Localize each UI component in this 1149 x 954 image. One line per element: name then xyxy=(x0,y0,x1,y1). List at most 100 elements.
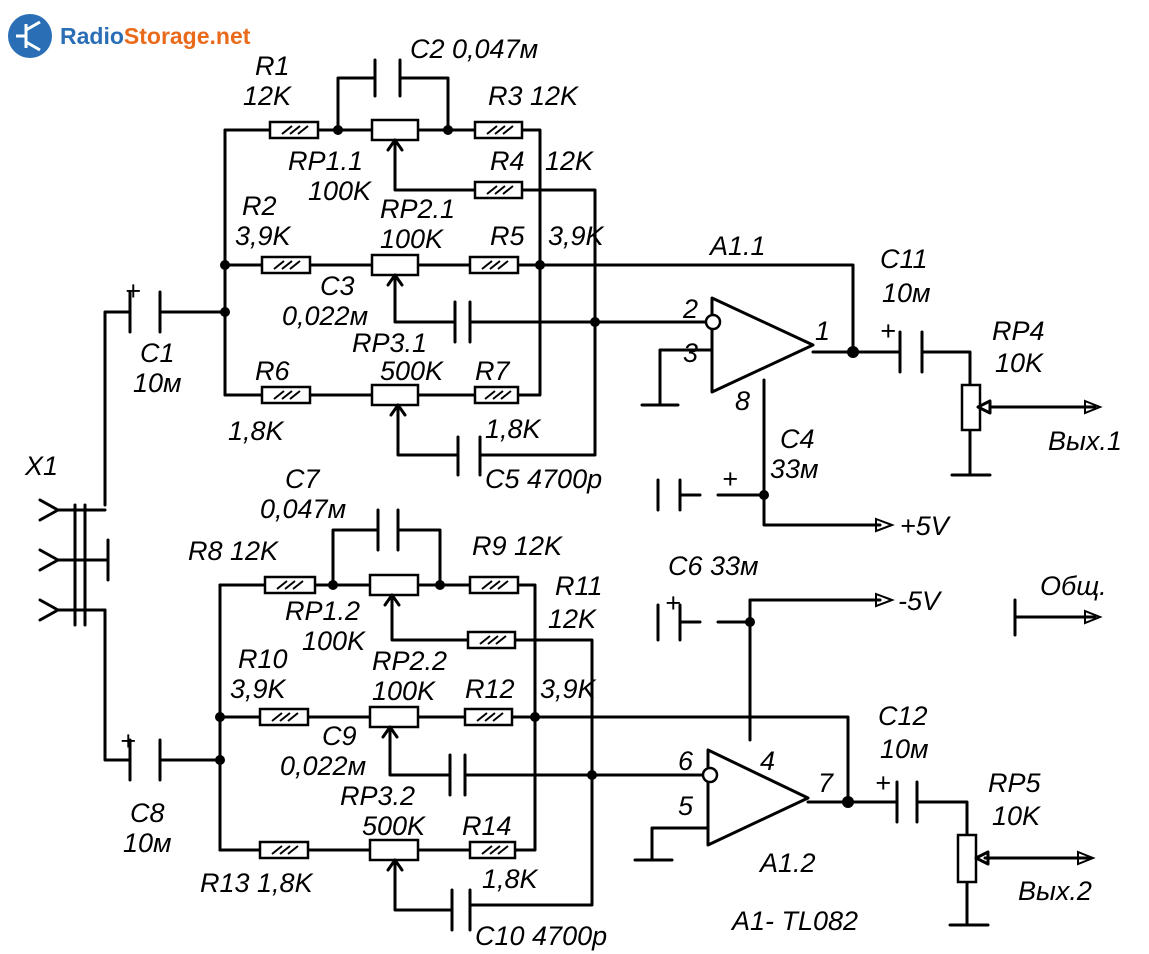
pot-rp5 xyxy=(956,833,978,884)
capacitor-c1 xyxy=(128,290,162,334)
label-r10: R10 xyxy=(238,644,288,674)
label-out2: Вых.2 xyxy=(1018,876,1092,906)
label-r1: R1 xyxy=(255,51,290,81)
label-plus-c8: + xyxy=(120,726,136,756)
label-rp12-value: 100K xyxy=(302,626,366,656)
opamp-a11 xyxy=(704,296,815,394)
label-r4-value: 12K xyxy=(545,146,594,176)
label-plus-c12: + xyxy=(875,768,891,798)
label-r10-value: 3,9K xyxy=(230,674,287,704)
label-pin6: 6 xyxy=(678,746,694,776)
label-c4: C4 xyxy=(780,424,815,454)
label-rp31: RP3.1 xyxy=(352,328,427,358)
label-r3: R3 12K xyxy=(488,81,579,111)
label-pin5: 5 xyxy=(678,791,694,821)
label-rp12: RP1.2 xyxy=(285,596,360,626)
label-c9: C9 xyxy=(322,721,357,751)
logo-transistor-icon xyxy=(8,14,52,58)
label-pin7: 7 xyxy=(818,768,834,798)
label-rp31-value: 500K xyxy=(380,356,444,386)
label-c8: C8 xyxy=(130,798,165,828)
label-r9: R9 12K xyxy=(472,531,563,561)
label-r2-value: 3,9K xyxy=(235,221,292,251)
label-r6-value: 1,8K xyxy=(228,416,285,446)
label-r6: R6 xyxy=(255,356,290,386)
label-out1: Вых.1 xyxy=(1048,426,1122,456)
logo: RadioStorage.net xyxy=(8,14,251,58)
logo-text-radio: RadioStorage.net xyxy=(60,23,251,49)
pot-rp11 xyxy=(370,118,420,142)
capacitor-c12 xyxy=(895,780,919,824)
label-c12: C12 xyxy=(878,701,928,731)
pot-rp32 xyxy=(368,838,420,862)
label-r11: R11 xyxy=(555,571,603,601)
label-c6: C6 33м xyxy=(668,551,759,581)
labels: R1 12K C2 0,047м R3 12K RP1.1 100K R4 12… xyxy=(24,34,1122,951)
connector-x1 xyxy=(38,498,132,762)
label-r7: R7 xyxy=(475,356,510,386)
label-r5-value: 3,9K xyxy=(548,221,605,251)
label-rp4-value: 10K xyxy=(995,348,1044,378)
upper-capacitors xyxy=(128,58,924,477)
label-c3-value: 0,022м xyxy=(282,301,368,331)
label-rp22: RP2.2 xyxy=(372,646,447,676)
label-rp5: RP5 xyxy=(988,768,1042,798)
label-r2: R2 xyxy=(242,191,277,221)
label-rp21-value: 100K xyxy=(380,224,444,254)
pot-rp21 xyxy=(370,253,420,277)
label-r1-value: 12K xyxy=(243,81,292,111)
label-c1-value: 10м xyxy=(133,368,182,398)
pot-rp31 xyxy=(370,383,420,407)
label-x1: X1 xyxy=(24,451,58,481)
label-plus-c6: + xyxy=(665,588,681,618)
upper-junctions xyxy=(220,125,859,500)
label-rp11-value: 100K xyxy=(308,176,372,206)
capacitor-c5 xyxy=(456,435,482,477)
label-rp32-value: 500K xyxy=(362,811,426,841)
label-pin8: 8 xyxy=(735,386,750,416)
label-a11: A1.1 xyxy=(708,231,766,261)
label-c12-value: 10м xyxy=(880,734,929,764)
label-c11: C11 xyxy=(880,244,928,274)
capacitor-c7 xyxy=(376,508,400,552)
label-c4-value: 33м xyxy=(770,454,819,484)
label-rp21: RP2.1 xyxy=(380,194,455,224)
capacitor-c3 xyxy=(453,300,472,344)
label-pin2: 2 xyxy=(682,294,698,324)
label-pin1: 1 xyxy=(815,316,830,346)
label-r12: R12 xyxy=(465,674,515,704)
label-c5: C5 4700p xyxy=(485,464,602,494)
upper-channel-wires xyxy=(103,76,1103,533)
label-c10: C10 4700p xyxy=(475,921,607,951)
resistor-r14 xyxy=(468,840,517,860)
label-r11-value: 12K xyxy=(548,604,597,634)
label-plus-c1: + xyxy=(125,276,141,306)
lower-junctions xyxy=(215,580,854,808)
label-r8: R8 12K xyxy=(188,536,279,566)
label-rp4: RP4 xyxy=(992,316,1045,346)
label-r14-value: 1,8K xyxy=(482,864,539,894)
label-r12-value: 3,9K xyxy=(540,674,597,704)
pot-rp22 xyxy=(368,705,420,729)
pot-rp12 xyxy=(368,573,420,597)
label-c3: C3 xyxy=(320,271,355,301)
lower-resistors xyxy=(258,573,990,884)
capacitor-c10 xyxy=(450,888,472,932)
label-c7: C7 xyxy=(285,464,320,494)
capacitor-c11 xyxy=(898,330,924,374)
label-r5: R5 xyxy=(490,221,525,251)
opamp-a12 xyxy=(701,748,810,847)
label-c11-value: 10м xyxy=(882,278,931,308)
capacitor-c9 xyxy=(448,753,467,797)
label-c7-value: 0,047м xyxy=(260,494,346,524)
label-r7-value: 1,8K xyxy=(485,414,542,444)
label-rp11: RP1.1 xyxy=(288,146,363,176)
label-rp5-value: 10K xyxy=(992,801,1041,831)
label-r13: R13 1,8K xyxy=(200,868,314,898)
label-c2: C2 0,047м xyxy=(410,34,538,64)
label-plus-c11: + xyxy=(880,316,896,346)
label-a12: A1.2 xyxy=(758,848,816,878)
label-rp22-value: 100K xyxy=(372,676,436,706)
label-minus5v: -5V xyxy=(898,586,943,616)
